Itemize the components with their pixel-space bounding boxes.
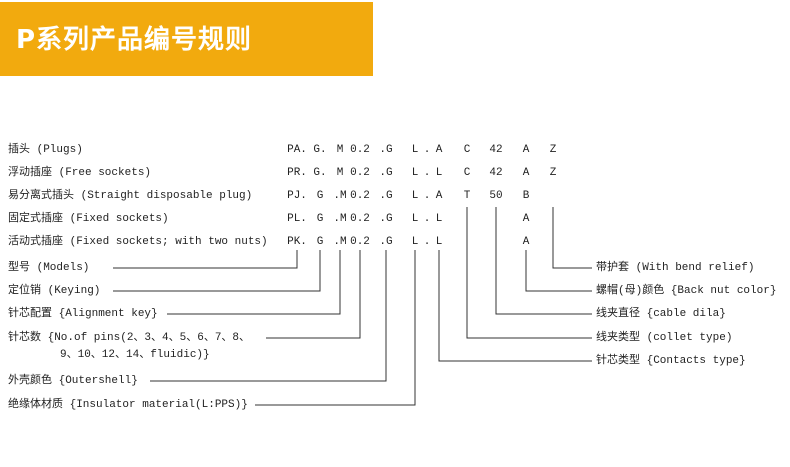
code-segment: 0.2 <box>350 144 370 156</box>
line-alignment <box>167 250 341 315</box>
code-segment: G <box>316 213 324 225</box>
code-segment: . <box>423 213 431 225</box>
code-segment: Z <box>549 167 557 179</box>
code-segment: PK. <box>287 236 307 248</box>
code-segment: PJ. <box>287 190 307 202</box>
legend-contacts-type: 针芯类型 {Contacts type} <box>596 355 746 367</box>
code-segment: PA. <box>287 144 307 156</box>
code-segment: M <box>336 144 344 156</box>
code-segment: 42 <box>489 144 503 156</box>
code-segment: .M <box>333 190 347 202</box>
code-segment: .G <box>379 144 393 156</box>
code-segment: A <box>522 144 530 156</box>
legend-outershell: 外壳颜色 {Outershell} <box>8 375 138 387</box>
code-segment: L <box>435 167 443 179</box>
code-segment: A <box>522 236 530 248</box>
code-segment: 0.2 <box>350 213 370 225</box>
code-segment: .G <box>379 213 393 225</box>
page-title: P系列产品编号规则 <box>16 25 253 55</box>
code-segment: T <box>463 190 471 202</box>
code-segment: . <box>423 236 431 248</box>
row-label: 活动式插座 (Fixed sockets; with two nuts) <box>8 236 268 248</box>
code-segment: 0.2 <box>350 236 370 248</box>
code-segment: 42 <box>489 167 503 179</box>
code-segment: .M <box>333 213 347 225</box>
line-backnut <box>525 250 592 292</box>
code-segment: L <box>411 213 419 225</box>
legend-back-nut-color: 螺帽(母)颜色 {Back nut color} <box>596 285 777 297</box>
line-bend <box>552 207 592 269</box>
code-segment: L <box>411 190 419 202</box>
code-segment: 0.2 <box>350 167 370 179</box>
code-segment: 0.2 <box>350 190 370 202</box>
line-models <box>113 250 298 269</box>
code-segment: . <box>423 190 431 202</box>
code-segment: A <box>435 144 443 156</box>
code-segment: L <box>411 144 419 156</box>
code-segment: .G <box>379 167 393 179</box>
code-segment: .G <box>379 190 393 202</box>
line-insulator <box>255 250 416 406</box>
code-segment: Z <box>549 144 557 156</box>
code-segment: . <box>423 144 431 156</box>
code-segment: A <box>522 167 530 179</box>
code-segment: L <box>435 236 443 248</box>
line-outershell <box>150 250 387 382</box>
code-segment: L <box>411 236 419 248</box>
code-segment: C <box>463 144 471 156</box>
line-contacts <box>438 250 592 362</box>
line-keying <box>113 250 321 292</box>
legend-collet-type: 线夹类型 (collet type) <box>596 332 733 344</box>
code-segment: A <box>435 190 443 202</box>
code-segment: B <box>522 190 530 202</box>
row-label: 易分离式插头 (Straight disposable plug) <box>8 190 253 202</box>
code-segment: G <box>316 236 324 248</box>
code-segment: PR. <box>287 167 307 179</box>
code-segment: L <box>411 167 419 179</box>
code-segment: G. <box>313 167 327 179</box>
line-collet <box>466 207 592 339</box>
code-segment: 50 <box>489 190 503 202</box>
legend-models: 型号 (Models) <box>8 262 90 274</box>
code-segment: A <box>522 213 530 225</box>
legend-bend-relief: 带护套 (With bend relief) <box>596 262 755 274</box>
code-segment: . <box>423 167 431 179</box>
code-segment: M <box>336 167 344 179</box>
legend-keying: 定位销 (Keying) <box>8 285 101 297</box>
row-label: 浮动插座 (Free sockets) <box>8 167 152 179</box>
code-segment: PL. <box>287 213 307 225</box>
legend-alignment-key: 针芯配置 {Alignment key} <box>8 308 158 320</box>
line-pins <box>266 250 361 339</box>
title-banner: P系列产品编号规则 <box>0 2 373 76</box>
legend-pins: 针芯数 {No.of pins(2、3、4、5、6、7、8、 <box>8 332 251 344</box>
line-cable <box>495 207 592 315</box>
row-label: 固定式插座 (Fixed sockets) <box>8 213 169 225</box>
code-segment: G <box>316 190 324 202</box>
legend-pins-cont: 9、10、12、14、fluidic)} <box>60 349 210 361</box>
code-segment: .G <box>379 236 393 248</box>
code-segment: .M <box>333 236 347 248</box>
code-segment: G. <box>313 144 327 156</box>
legend-cable-dia: 线夹直径 {cable dila} <box>596 308 726 320</box>
row-label: 插头 (Plugs) <box>8 144 83 156</box>
code-segment: C <box>463 167 471 179</box>
code-segment: L <box>435 213 443 225</box>
legend-insulator: 绝缘体材质 {Insulator material(L:PPS)} <box>8 399 248 411</box>
